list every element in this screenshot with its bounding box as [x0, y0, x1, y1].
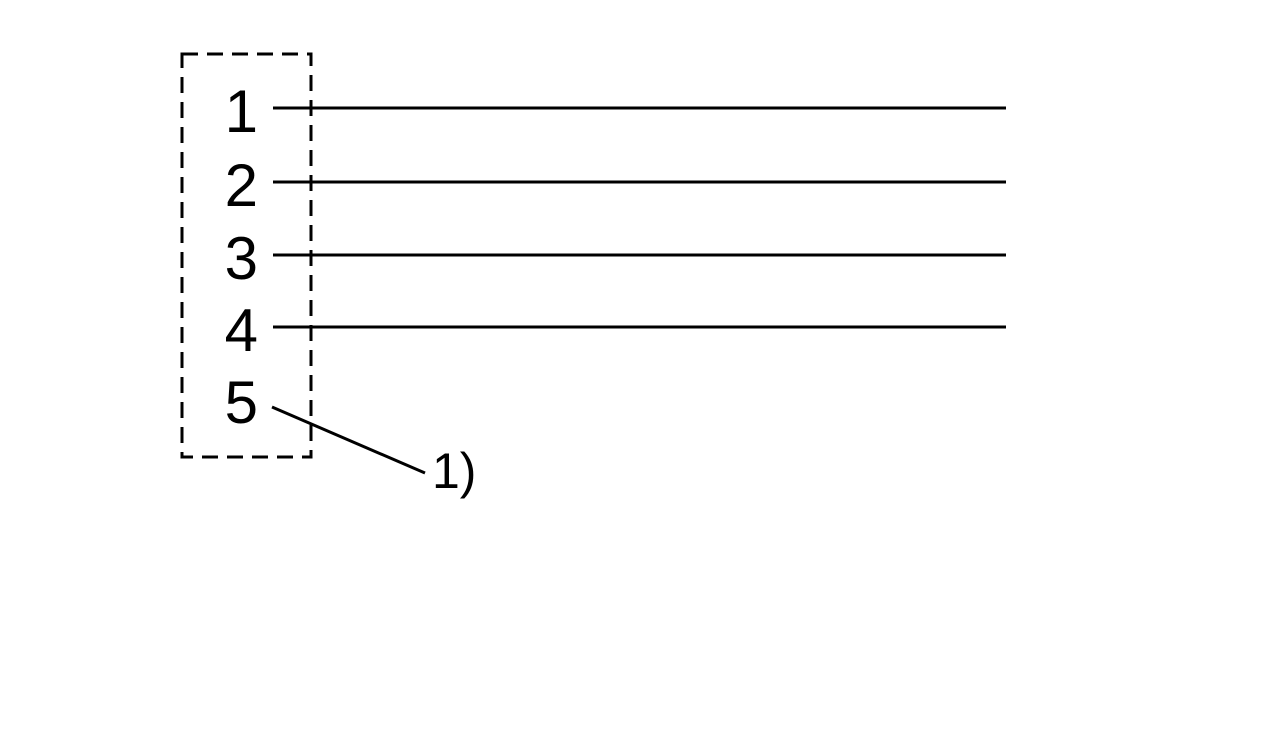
- pin-5-label: 5: [225, 369, 258, 436]
- pin-1-label: 1: [225, 78, 258, 145]
- pin-5-leader-line: [271, 405, 426, 475]
- pin-4-label: 4: [225, 297, 258, 364]
- pin-2-label: 2: [225, 152, 258, 219]
- footnote-reference-label: 1): [432, 443, 476, 499]
- pin-3-label: 3: [225, 225, 258, 292]
